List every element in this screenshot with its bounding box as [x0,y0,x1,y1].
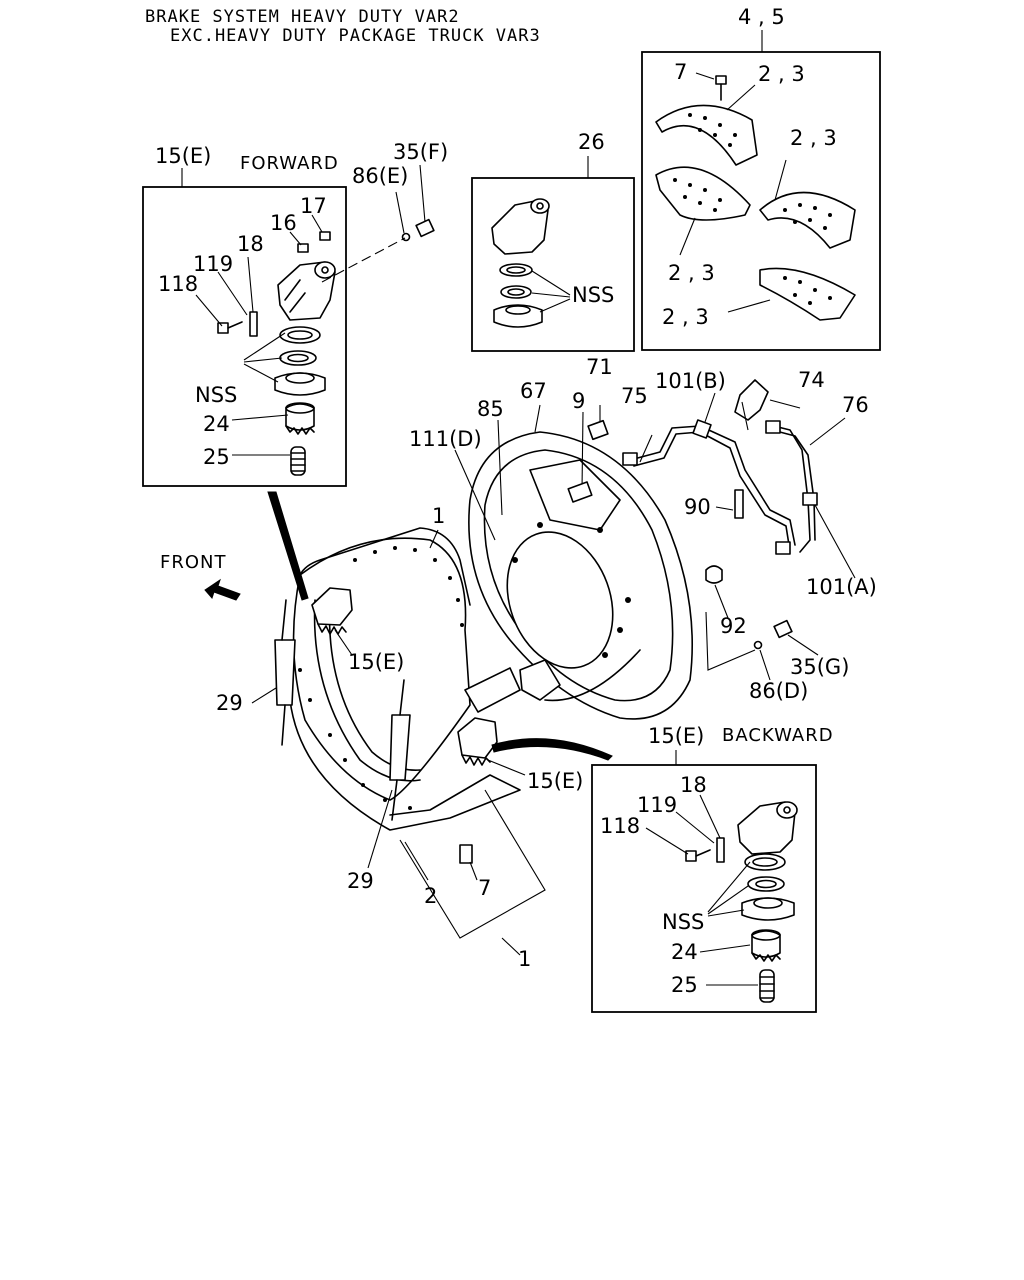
part-label-35f: 35(F) [393,140,449,164]
part-label-101b: 101(B) [655,369,726,393]
main-adjuster-right [457,717,498,766]
brake-lines [622,379,856,579]
part-label-71: 71 [586,355,613,379]
part-label-67: 67 [520,379,547,403]
nss-label-26: NSS [572,283,615,307]
part-label-25-forward: 25 [203,445,230,469]
inset-shoes-ref: 4 , 5 [738,5,785,29]
part-label-18: 18 [237,232,264,256]
part-label-92: 92 [720,614,747,638]
part-label-111d: 111(D) [409,427,482,451]
part-label-1-top: 1 [432,504,446,528]
inset-26-ref: 26 [578,130,605,154]
inset-forward-box [142,186,347,487]
diagram-title-line1: BRAKE SYSTEM HEAVY DUTY VAR2 [145,7,460,27]
part-label-74: 74 [798,368,825,392]
part-label-119-backward: 119 [637,793,678,817]
front-arrow-icon [204,578,241,601]
diagram-title-line2: EXC.HEAVY DUTY PACKAGE TRUCK VAR3 [170,26,541,46]
part-label-7-main: 7 [478,876,492,900]
part-label-15e-right: 15(E) [527,769,584,793]
part-label-101a: 101(A) [806,575,877,599]
part-label-2: 2 [424,884,438,908]
backing-plate [454,404,694,720]
part-label-24-forward: 24 [203,412,230,436]
nss-label-backward: NSS [662,910,705,934]
inset-26-adjuster [491,198,571,328]
inset-26-box [471,177,635,352]
part-label-9: 9 [572,389,586,413]
part-label-86d: 86(D) [749,679,809,703]
part-label-35g: 35(G) [790,655,850,679]
front-label: FRONT [160,552,227,573]
inset-forward-caption: FORWARD [240,153,339,174]
part-label-76: 76 [842,393,869,417]
backward-adjuster-assembly [645,794,798,1003]
inset-brake-shoes [655,72,856,321]
inset-backward-caption: BACKWARD [722,725,834,746]
forward-adjuster-assembly [195,214,336,476]
part-label-85: 85 [477,397,504,421]
part-label-7-shoes: 7 [674,60,688,84]
part-label-18-backward: 18 [680,773,707,797]
inset-backward-box [591,764,817,1013]
part-label-24-backward: 24 [671,940,698,964]
inset-forward-ref: 15(E) [155,144,212,168]
part-label-25-backward: 25 [671,973,698,997]
part-label-2-3-a: 2 , 3 [758,62,805,86]
inset-backward-ref: 15(E) [648,724,705,748]
inset-shoes-box [641,51,881,351]
part-label-17: 17 [300,194,327,218]
part-label-29-bottom: 29 [347,869,374,893]
part-label-15e-left: 15(E) [348,650,405,674]
part-label-90: 90 [684,495,711,519]
part-label-29-left: 29 [216,691,243,715]
part-label-118-backward: 118 [600,814,641,838]
part-label-2-3-c: 2 , 3 [668,261,715,285]
nss-label-forward: NSS [195,383,238,407]
part-label-75: 75 [621,384,648,408]
part-label-2-3-b: 2 , 3 [790,126,837,150]
part-label-16: 16 [270,211,297,235]
main-adjuster-left [311,587,353,635]
part-label-1-bottom: 1 [518,947,532,971]
part-label-118: 118 [158,272,199,296]
part-label-86e: 86(E) [352,164,409,188]
return-springs [274,599,411,821]
part-label-2-3-d: 2 , 3 [662,305,709,329]
part-label-119: 119 [193,252,234,276]
